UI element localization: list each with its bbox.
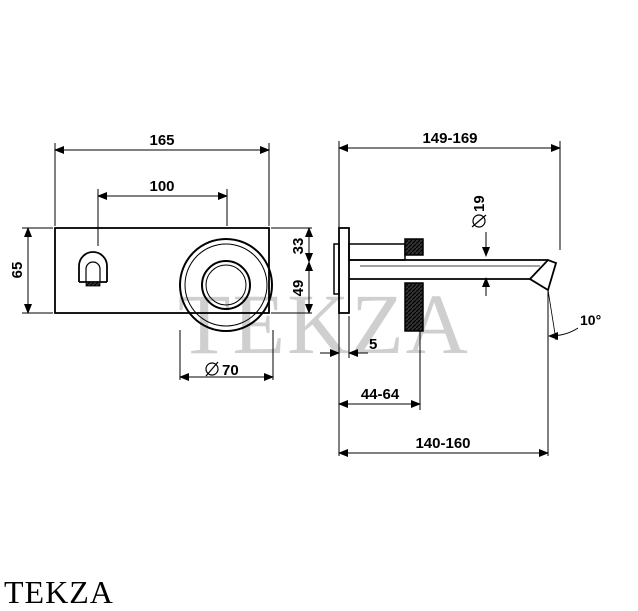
spout-outlet bbox=[78, 251, 108, 287]
label-lower: 49 bbox=[290, 280, 307, 297]
label-angle: 10° bbox=[580, 312, 601, 328]
side-view bbox=[320, 141, 579, 457]
label-height: 65 bbox=[9, 262, 26, 279]
angle-arc bbox=[548, 327, 579, 340]
label-plate: 5 bbox=[369, 336, 377, 353]
spout bbox=[349, 258, 558, 292]
label-diameter: 70 bbox=[222, 362, 239, 379]
label-width: 165 bbox=[149, 132, 174, 149]
label-total: 149-169 bbox=[422, 130, 477, 147]
brand-logo: TEKZA bbox=[4, 574, 114, 610]
label-upper: 33 bbox=[290, 238, 307, 255]
label-spout-diameter: 19 bbox=[471, 195, 488, 212]
label-handle-offset: 100 bbox=[149, 178, 174, 195]
label-projection: 140-160 bbox=[415, 435, 470, 452]
handle-ring bbox=[179, 238, 273, 332]
label-wall: 44-64 bbox=[361, 386, 400, 403]
front-view bbox=[22, 143, 313, 381]
diameter-70: 70 bbox=[205, 361, 239, 379]
diameter-19: 19 bbox=[471, 195, 488, 228]
wall-plate bbox=[333, 227, 424, 332]
watermark: TEKZA bbox=[178, 276, 470, 372]
